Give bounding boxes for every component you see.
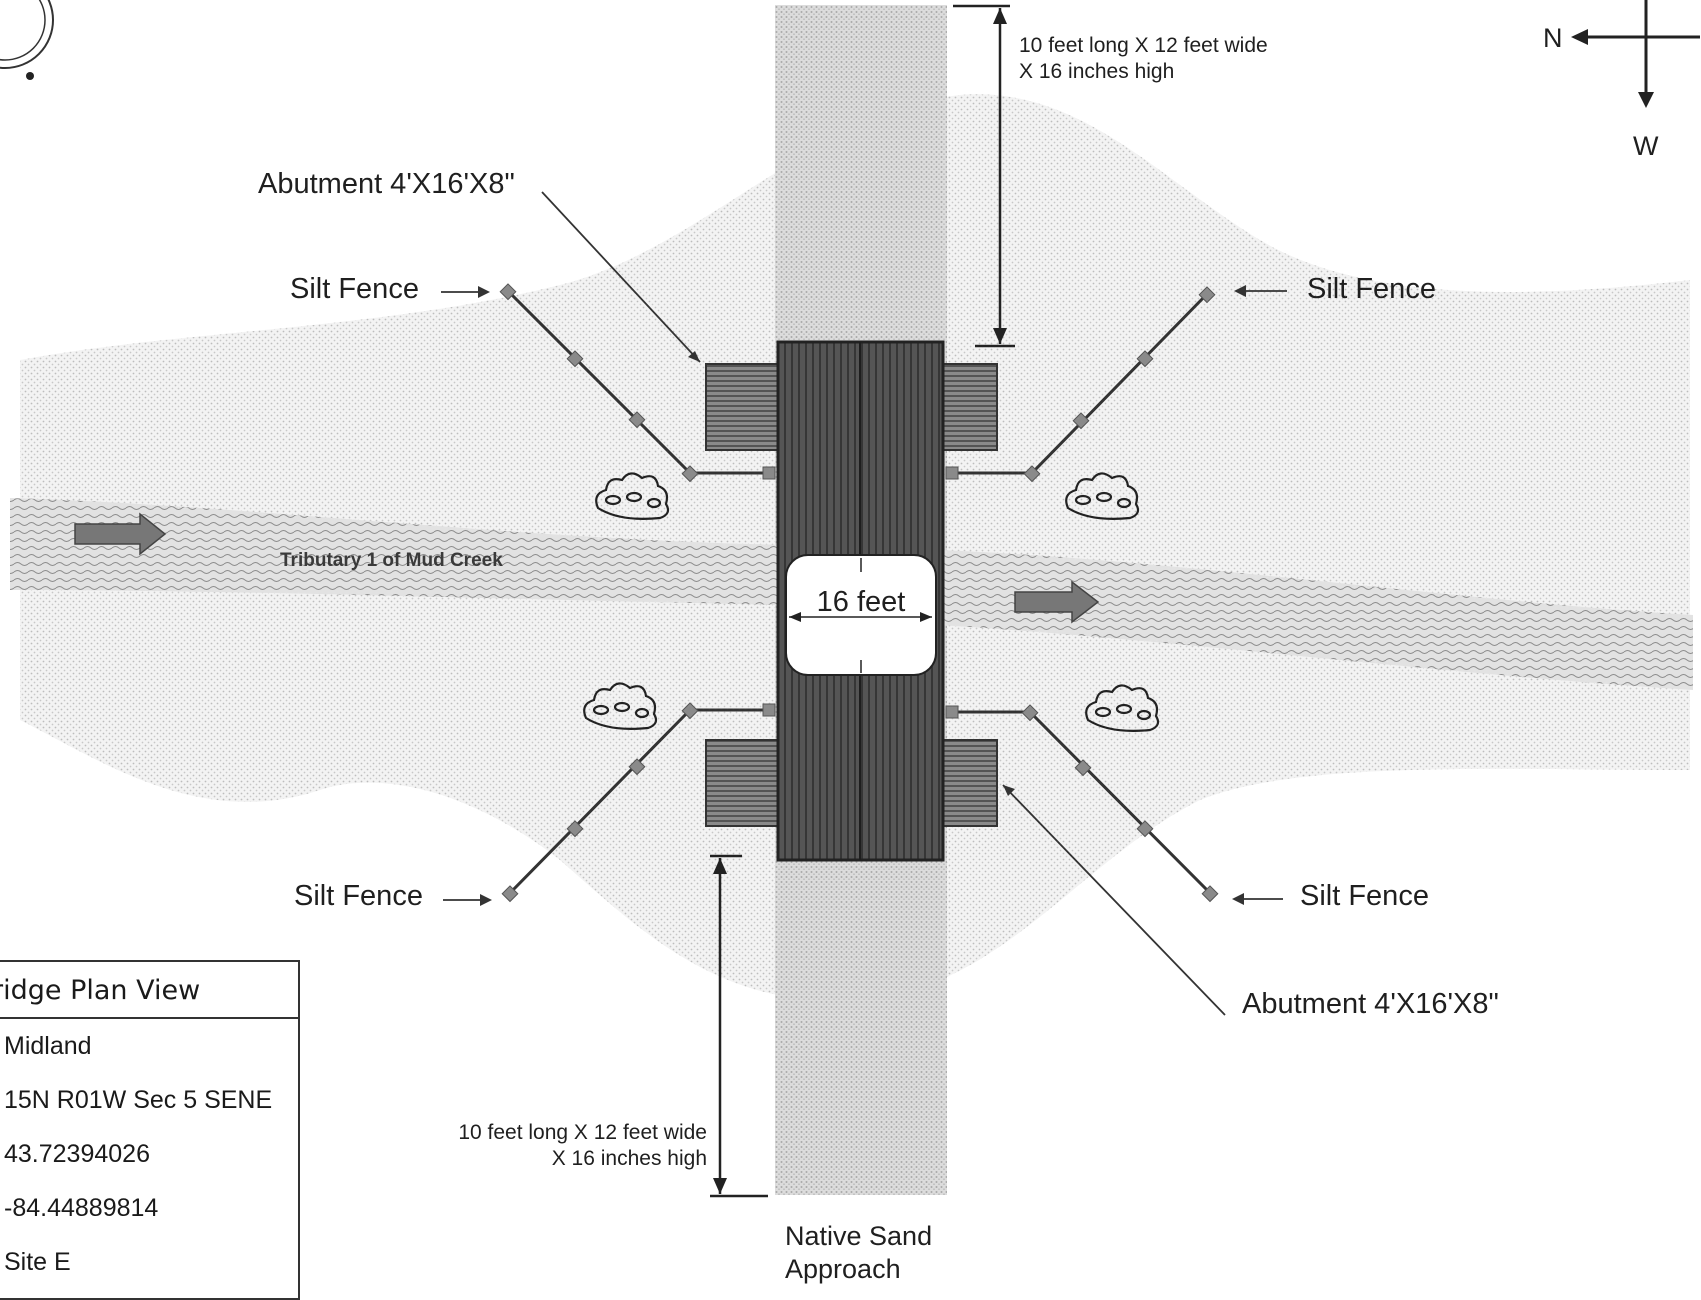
native-sand-label-line2: Approach bbox=[785, 1254, 901, 1284]
flow-arrow-left bbox=[74, 512, 167, 556]
site-info-longitude: -84.44889814 bbox=[4, 1194, 159, 1222]
flow-arrow-right bbox=[1014, 580, 1100, 624]
abutment-label-top: Abutment 4'X16'X8" bbox=[258, 168, 515, 200]
shrub-icon bbox=[1065, 472, 1140, 520]
site-info-latitude: 43.72394026 bbox=[4, 1140, 150, 1168]
dimension-line-bottom bbox=[710, 854, 768, 1198]
compass-west: W bbox=[1633, 131, 1659, 161]
silt-fence-label-bottom-left: Silt Fence bbox=[294, 880, 423, 912]
approach-dimension-top-line2: X 16 inches high bbox=[1019, 60, 1174, 83]
stream-channel-left bbox=[10, 498, 790, 605]
abutment-top-right bbox=[940, 363, 998, 451]
site-info-table: ridge Plan View Midland 15N R01W Sec 5 S… bbox=[0, 960, 300, 1300]
silt-fence-label-top-left: Silt Fence bbox=[290, 273, 419, 305]
bridge-width-callout: 16 feet bbox=[785, 554, 937, 676]
site-info-township: 15N R01W Sec 5 SENE bbox=[4, 1086, 273, 1114]
site-info-site: Site E bbox=[4, 1248, 71, 1276]
approach-dimension-bottom-line2: X 16 inches high bbox=[552, 1147, 707, 1170]
abutment-bottom-left bbox=[705, 739, 782, 827]
site-info-county: Midland bbox=[4, 1032, 92, 1060]
dimension-line-top bbox=[953, 4, 1015, 348]
site-info-title: ridge Plan View bbox=[0, 962, 298, 1019]
compass-icon bbox=[1571, 0, 1700, 108]
silt-fence-posts bbox=[499, 283, 1219, 903]
stream-channel-right bbox=[940, 550, 1693, 690]
leader-lines bbox=[441, 191, 1287, 1016]
shrub-icon bbox=[583, 682, 658, 730]
silt-fence-label-top-right: Silt Fence bbox=[1307, 273, 1436, 305]
abutment-top-left bbox=[705, 363, 782, 451]
shrub-icon bbox=[595, 472, 670, 520]
abutment-label-bottom: Abutment 4'X16'X8" bbox=[1242, 988, 1499, 1020]
stream-label: Tributary 1 of Mud Creek bbox=[280, 550, 503, 571]
compass-north: N bbox=[1543, 23, 1563, 53]
native-sand-label-line1: Native Sand bbox=[785, 1221, 932, 1251]
approach-dimension-top-line1: 10 feet long X 12 feet wide bbox=[1019, 34, 1268, 57]
abutment-bottom-right bbox=[940, 739, 998, 827]
shrub-icon bbox=[1085, 684, 1160, 732]
approach-dimension-bottom-line1: 10 feet long X 12 feet wide bbox=[458, 1121, 707, 1144]
agency-seal-icon bbox=[0, 0, 54, 80]
silt-fence-label-bottom-right: Silt Fence bbox=[1300, 880, 1429, 912]
bridge-width-label: 16 feet bbox=[817, 586, 906, 618]
